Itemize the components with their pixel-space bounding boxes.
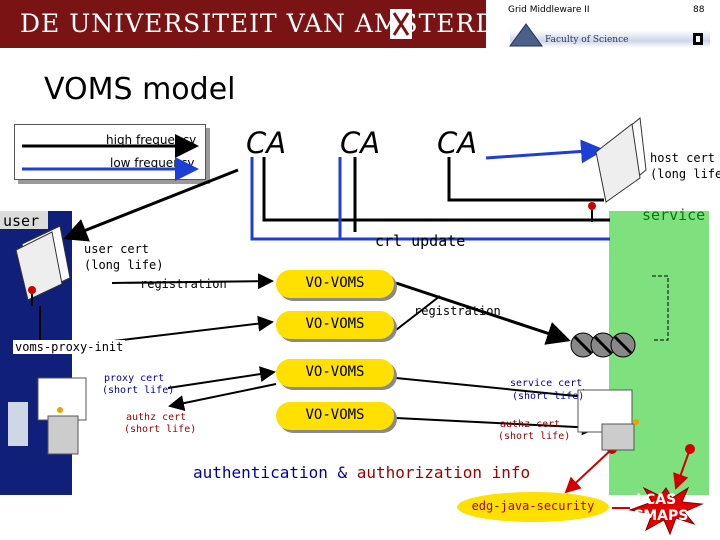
edg-java-security-label: edg-java-security	[471, 499, 595, 513]
user-cert-life: (long life)	[84, 258, 164, 272]
vo-voms-label: VO-VOMS	[305, 316, 365, 332]
ca-to-user-arrow	[63, 168, 239, 242]
edg-java-security-node: edg-java-security	[457, 492, 609, 522]
proxy-cert-life: (short life)	[102, 385, 175, 396]
ca-label: CA	[437, 126, 478, 160]
ca-label: CA	[246, 126, 287, 160]
authz-cert-label: authz cert	[126, 412, 187, 423]
service-label: service	[642, 206, 706, 224]
vo-voms-server: VO-VOMS	[276, 359, 394, 387]
auth-info-caption: authentication & authorization info	[193, 463, 530, 482]
ca-to-host-arrow	[485, 139, 605, 164]
service-cert-label: service cert	[510, 378, 583, 389]
user-label-box	[0, 211, 48, 229]
proxy-cert-label: proxy cert	[104, 373, 165, 384]
authentication-text: authentication &	[193, 463, 348, 482]
legend-high-label: high frequency	[106, 133, 197, 147]
lcas-label: LCAS	[636, 492, 677, 508]
university-banner: DE UNIVERSITEIT VAN AMSTERDAM	[0, 0, 541, 48]
vo-voms-label: VO-VOMS	[305, 275, 365, 291]
authz-cert-life: (short life)	[124, 424, 197, 435]
vo-voms-server: VO-VOMS	[276, 270, 394, 298]
vo-voms-label: VO-VOMS	[305, 364, 365, 380]
user-label: user	[3, 212, 40, 230]
university-name: DE UNIVERSITEIT VAN AMSTERDAM	[20, 9, 543, 38]
registration-label: registration	[140, 277, 227, 291]
certificate-document-icon	[588, 117, 647, 222]
vo-voms-server: VO-VOMS	[276, 311, 394, 339]
faculty-name: Faculty of Science	[545, 35, 629, 45]
page-number: 88	[693, 5, 705, 15]
vo-voms-label: VO-VOMS	[305, 407, 365, 423]
faculty-banner	[510, 30, 710, 48]
course-title: Grid Middleware II	[508, 5, 590, 15]
registration-label: registration	[414, 304, 501, 318]
slide-title: VOMS model	[44, 72, 236, 107]
vo-voms-server: VO-VOMS	[276, 402, 394, 430]
proxy-to-vo-arrows	[167, 366, 277, 411]
service-authz-label: authz cert	[500, 419, 561, 430]
authorization-text: authorization info	[356, 463, 531, 482]
user-cert-label: user cert	[84, 242, 150, 256]
crl-update-lines	[250, 157, 610, 241]
ca-label: CA	[340, 126, 381, 160]
lcas-lcmaps-label: LCAS LCMAPS	[624, 492, 688, 524]
service-authz-life: (short life)	[498, 431, 571, 442]
host-cert-life: (long life)	[650, 167, 720, 181]
service-panel	[609, 211, 709, 495]
lcmaps-label: LCMAPS	[624, 508, 689, 524]
host-cert-label: host cert	[650, 151, 716, 165]
voms-proxy-init-command: voms-proxy-init	[13, 340, 126, 354]
crl-update-label: crl update	[375, 232, 466, 250]
legend-low-label: low frequency	[110, 156, 195, 170]
service-cert-life: (short life)	[512, 391, 585, 402]
